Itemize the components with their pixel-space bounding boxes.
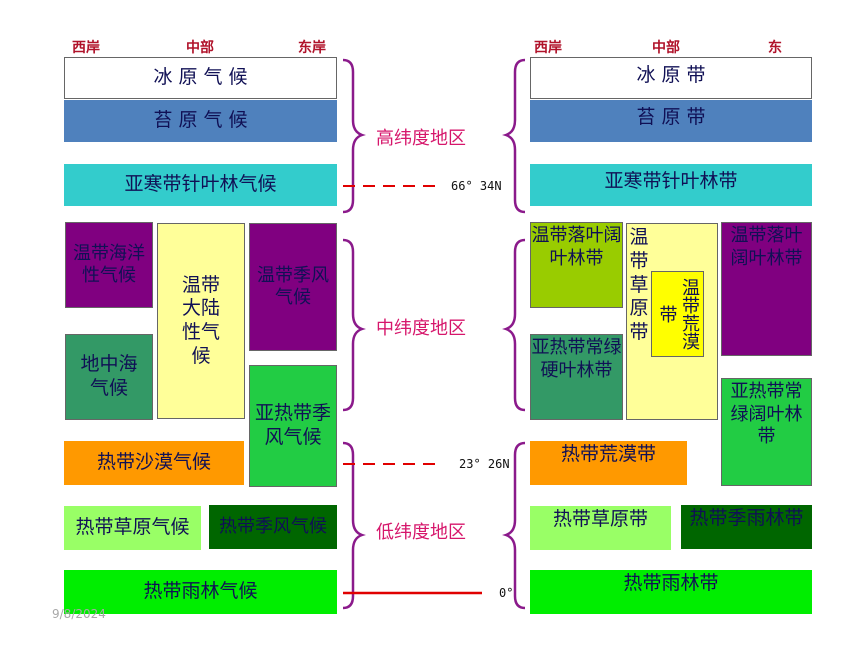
- temperate-monsoon-climate: 温带季风气候: [249, 223, 337, 351]
- subtropical-monsoon-climate: 亚热带季风气候: [249, 365, 337, 487]
- left-bracket-high: [342, 58, 366, 214]
- arctic-circle-label: 66° 34N: [451, 179, 502, 193]
- mid-latitude-label: 中纬度地区: [376, 318, 466, 339]
- tundra-belt: 苔 原 带: [530, 100, 812, 142]
- subarctic-climate: 亚寒带针叶林气候: [64, 164, 337, 206]
- right-bracket-mid: [502, 238, 526, 412]
- header-west-right: 西岸: [534, 40, 562, 56]
- right-bracket-low: [502, 441, 526, 610]
- tropical-desert-climate: 热带沙漠气候: [64, 441, 244, 485]
- rainforest-belt: 热带雨林带: [530, 570, 812, 614]
- header-west: 西岸: [72, 40, 100, 56]
- right-bracket-high: [502, 58, 526, 214]
- deciduous-forest-belt-west: 温带落叶阔叶林带: [530, 222, 623, 308]
- savanna-belt: 热带草原带: [530, 506, 671, 550]
- tropical-monsoon-climate: 热带季风气候: [209, 505, 337, 549]
- mediterranean-climate: 地中海气候: [65, 334, 153, 420]
- header-center-right: 中部: [652, 40, 680, 56]
- header-center: 中部: [186, 40, 214, 56]
- deciduous-forest-belt-east: 温带落叶阔叶林带: [721, 222, 812, 356]
- ice-climate: 冰 原 气 候: [64, 57, 337, 99]
- tropic-label: 23° 26N: [459, 457, 510, 471]
- slide-date: 9/8/2024: [52, 607, 106, 621]
- equator-label: 0°: [499, 586, 514, 600]
- ice-belt: 冰 原 带: [530, 57, 812, 99]
- tropical-desert-belt: 热带荒漠带: [530, 441, 687, 485]
- header-east-right: 东: [768, 40, 782, 56]
- temperate-grassland-label: 温带草原带: [629, 226, 649, 343]
- low-latitude-label: 低纬度地区: [376, 522, 466, 543]
- rainforest-climate: 热带雨林气候: [64, 570, 337, 614]
- left-bracket-mid: [342, 238, 366, 412]
- temperate-desert-belt: 温带荒漠带: [651, 271, 704, 357]
- monsoon-forest-belt: 热带季雨林带: [681, 505, 812, 549]
- temperate-oceanic-climate: 温带海洋性气候: [65, 222, 153, 308]
- evergreen-broadleaf-forest-belt: 亚热带常绿阔叶林带: [721, 378, 812, 486]
- sclerophyll-forest-belt: 亚热带常绿硬叶林带: [530, 334, 623, 420]
- tundra-climate: 苔 原 气 候: [64, 100, 337, 142]
- high-latitude-label: 高纬度地区: [376, 128, 466, 149]
- header-east: 东岸: [298, 40, 326, 56]
- savanna-climate: 热带草原气候: [64, 506, 201, 550]
- left-bracket-low: [342, 441, 366, 610]
- taiga-belt: 亚寒带针叶林带: [530, 164, 812, 206]
- temperate-continental-climate: 温带大陆性气候: [157, 223, 245, 419]
